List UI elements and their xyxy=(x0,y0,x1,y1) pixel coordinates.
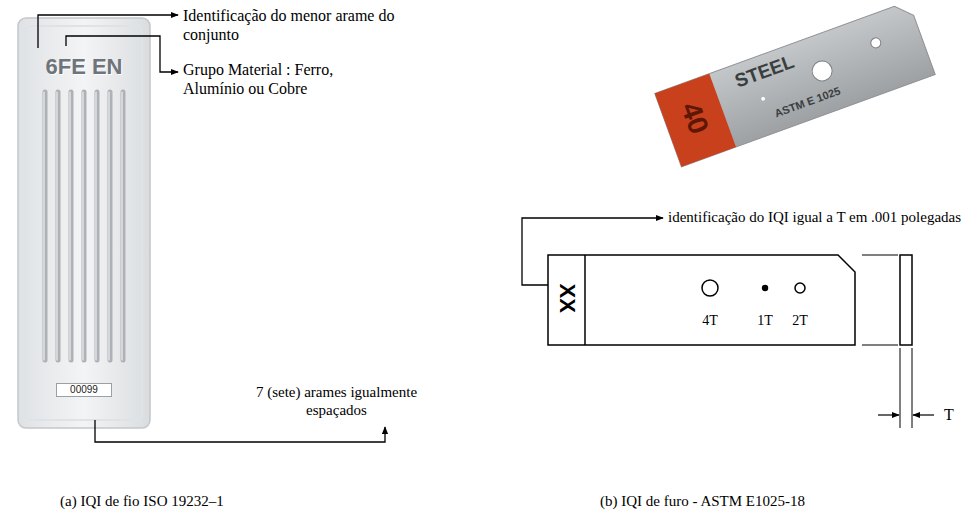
hole-iqi-photo xyxy=(655,1,935,167)
hole-1t xyxy=(761,96,766,101)
extension-line xyxy=(912,348,913,428)
hole-iqi-plate-schematic: XX 4T 1T 2T xyxy=(548,255,855,345)
caption: (b) IQI de furo - ASTM E1025-18 xyxy=(600,492,805,510)
hole-1t xyxy=(763,286,768,291)
leader-line xyxy=(95,420,385,442)
annotation: Identificação do menor arame do conjunto xyxy=(183,6,433,44)
standard-mark: ASTM E 1025 xyxy=(773,84,842,120)
serial-number: 00099 xyxy=(56,383,112,397)
hole-4t xyxy=(702,280,718,296)
hole-2t xyxy=(869,36,882,49)
hole-label: 4T xyxy=(695,313,725,330)
tab-divider xyxy=(584,255,586,345)
hole-4t xyxy=(809,58,835,84)
hole-2t xyxy=(795,283,805,293)
envelope xyxy=(18,18,150,428)
leader-lines-left xyxy=(38,15,385,442)
envelope-seam xyxy=(26,26,142,420)
plate-outline xyxy=(548,255,855,345)
extension-line xyxy=(862,345,898,346)
iqi-identification: XX xyxy=(553,280,579,317)
extension-line xyxy=(862,255,898,256)
extension-line xyxy=(900,348,901,428)
hole-iqi-schematic xyxy=(522,218,934,428)
material-code: 6FE EN xyxy=(18,54,150,80)
wire-iqi-photo xyxy=(18,18,150,428)
annotation: Grupo Material : Ferro, Alumínio ou Cobr… xyxy=(183,60,383,98)
hole-label: 1T xyxy=(750,313,780,330)
material-mark: STEEL xyxy=(732,51,797,93)
hole-iqi-plate-photo: 40 STEELASTM E 1025 xyxy=(655,1,935,167)
caption: (a) IQI de fio ISO 19232–1 xyxy=(60,492,224,510)
dimension-arrow xyxy=(913,414,934,415)
iqi-number: 40 xyxy=(669,85,720,151)
red-tab xyxy=(655,74,736,167)
annotation: identificação do IQI igual a T em .001 p… xyxy=(668,208,961,226)
wires xyxy=(44,92,123,360)
leader-line xyxy=(38,15,178,48)
annotation: 7 (sete) arames igualmente espaçados xyxy=(244,383,429,419)
steel-plate xyxy=(655,1,935,167)
wire-iqi-envelope: 6FE EN 00099 xyxy=(18,18,150,428)
dimension-label: T xyxy=(944,405,954,424)
leader-line xyxy=(522,218,663,285)
plate-profile xyxy=(900,255,912,345)
hole-label: 2T xyxy=(785,313,815,330)
dimension-arrow xyxy=(878,414,899,415)
